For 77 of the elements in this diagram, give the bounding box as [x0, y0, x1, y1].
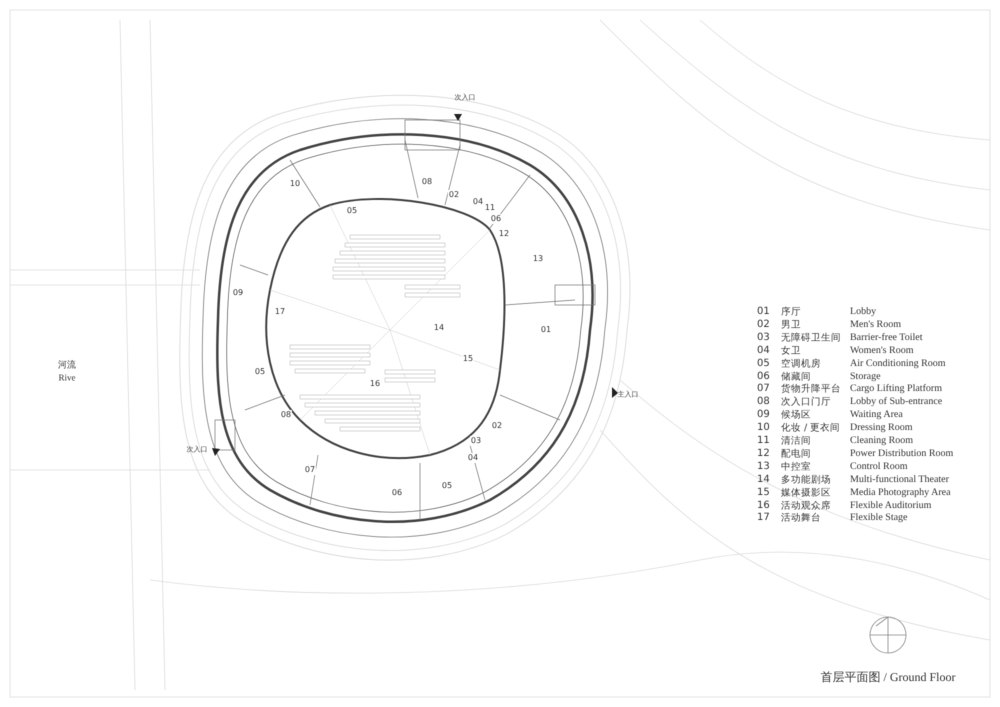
legend-number: 03 [757, 332, 770, 343]
room-number: 05 [440, 481, 454, 491]
legend-number: 15 [757, 488, 770, 498]
legend-english-name: Storage [850, 372, 881, 382]
legend-english-name: Control Room [850, 462, 908, 472]
legend-english-name: Dressing Room [850, 423, 912, 434]
room-number: 08 [420, 177, 434, 187]
room-number: 04 [466, 453, 480, 463]
room-number: 11 [484, 203, 496, 213]
room-number: 17 [274, 307, 286, 317]
legend-english-name: Flexible Auditorium [850, 500, 932, 510]
legend-number: 14 [757, 474, 770, 485]
legend-english-name: Air Conditioning Room [850, 358, 946, 369]
room-number: 16 [368, 379, 382, 389]
legend-number: 08 [757, 397, 770, 408]
legend-chinese-name: 女卫 [781, 346, 801, 356]
legend-number: 01 [757, 307, 770, 317]
legend-english-name: Women's Room [850, 346, 914, 356]
room-number: 06 [390, 488, 404, 498]
legend-chinese-name: 中控室 [781, 462, 811, 472]
room-number: 14 [432, 323, 446, 333]
legend-english-name: Lobby [850, 307, 876, 317]
legend-chinese-name: 活动观众席 [781, 500, 831, 510]
legend-english-name: Multi-functional Theater [850, 474, 949, 485]
legend-chinese-name: 空调机房 [781, 358, 821, 368]
legend-english-name: Flexible Stage [850, 513, 908, 524]
legend-number: 11 [757, 436, 770, 446]
legend-chinese-name: 货物升降平台 [781, 384, 841, 394]
room-number: 05 [346, 206, 358, 216]
legend-chinese-name: 清洁间 [781, 436, 811, 446]
legend-number: 17 [757, 513, 770, 524]
room-number: 05 [254, 367, 266, 377]
room-number: 15 [462, 354, 474, 364]
legend-chinese-name: 序厅 [781, 307, 801, 317]
legend-chinese-name: 男卫 [781, 320, 801, 330]
room-number: 03 [470, 436, 482, 446]
room-number: 08 [280, 410, 292, 420]
legend-number: 04 [757, 346, 770, 356]
legend-english-name: Waiting Area [850, 410, 903, 420]
legend-number: 13 [757, 462, 770, 472]
legend-english-name: Cleaning Room [850, 436, 914, 446]
legend-english-name: Power Distribution Room [850, 448, 954, 459]
legend-chinese-name: 化妆 / 更衣间 [781, 423, 840, 433]
legend-chinese-name: 次入口门厅 [781, 398, 831, 408]
legend-number: 09 [757, 410, 770, 420]
legend-english-name: Barrier-free Toilet [850, 332, 922, 343]
river-label: 河流 [58, 360, 76, 370]
room-number: 12 [498, 229, 510, 239]
room-number: 04 [472, 197, 484, 207]
room-number: 02 [490, 421, 504, 431]
legend-english-name: Media Photography Area [850, 488, 951, 498]
room-number: 06 [490, 214, 502, 224]
legend-chinese-name: 配电间 [781, 449, 811, 459]
legend-number: 06 [757, 372, 770, 382]
legend-chinese-name: 候场区 [781, 410, 811, 420]
legend-number: 12 [757, 448, 770, 459]
legend-english-name: Men's Room [850, 320, 901, 330]
room-number: 02 [448, 190, 460, 200]
legend-number: 02 [757, 320, 770, 330]
room-number: 07 [304, 465, 316, 475]
legend-english-name: Cargo Lifting Platform [850, 384, 942, 394]
legend-chinese-name: 储藏间 [781, 372, 811, 382]
river-label: Rive [58, 374, 76, 382]
legend-chinese-name: 无障碍卫生间 [781, 333, 841, 343]
legend-chinese-name: 活动舞台 [781, 514, 821, 524]
legend-chinese-name: 媒体摄影区 [781, 488, 831, 498]
room-number: 09 [232, 288, 244, 298]
legend-number: 16 [757, 500, 770, 510]
legend-chinese-name: 多功能剧场 [781, 474, 831, 484]
drawing-title: 首层平面图 / Ground Floor [820, 671, 956, 683]
legend-number: 07 [757, 384, 770, 394]
room-number: 13 [532, 254, 544, 264]
legend-english-name: Lobby of Sub-entrance [850, 397, 942, 408]
room-number: 01 [540, 325, 552, 335]
legend-number: 05 [757, 358, 770, 369]
room-number: 10 [288, 179, 302, 189]
legend-number: 10 [757, 423, 770, 434]
